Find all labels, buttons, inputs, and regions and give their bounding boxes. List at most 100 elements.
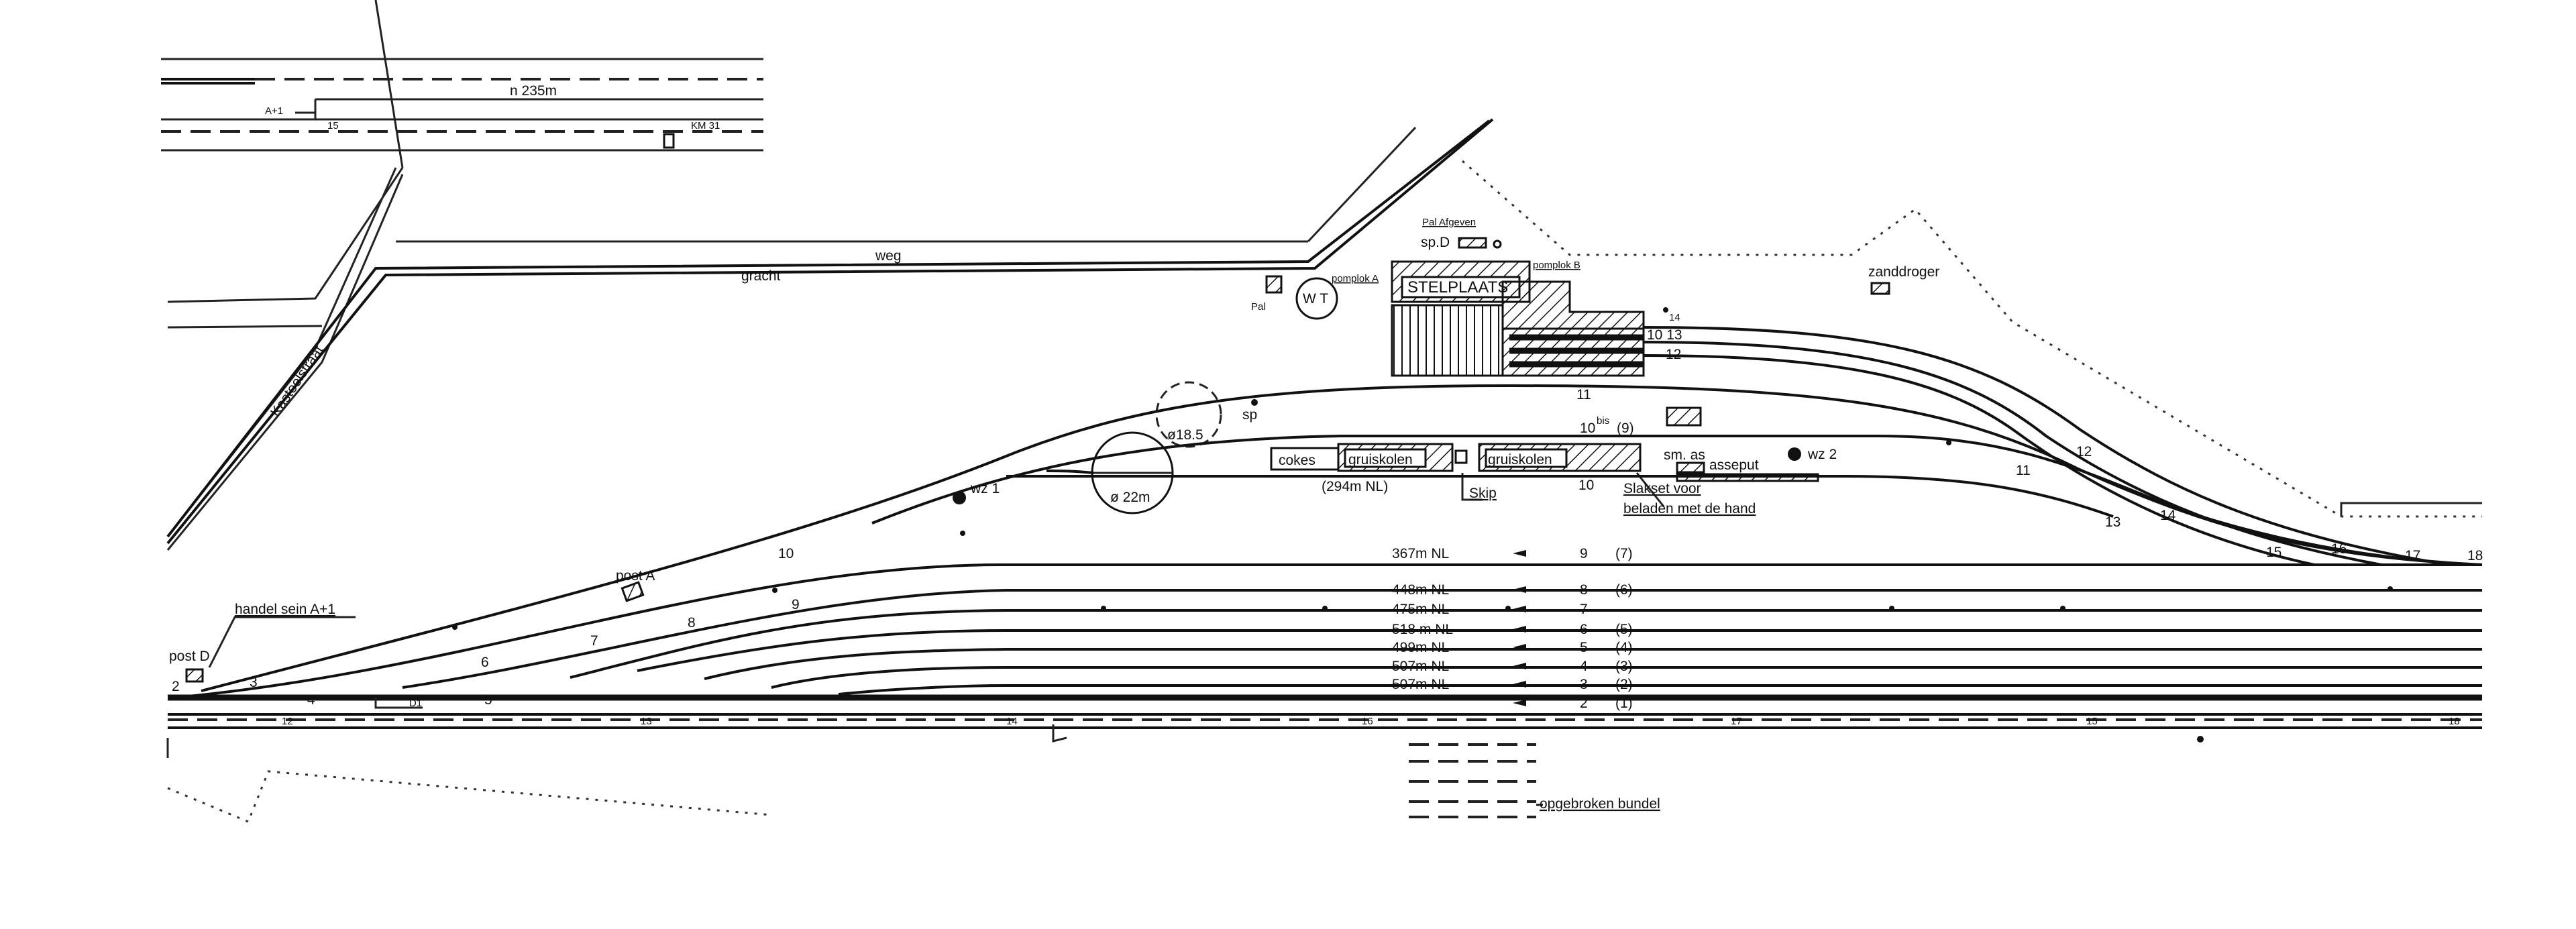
yard-track-number: 7: [1580, 602, 1588, 617]
handel-sein-label: handel sein A+1: [235, 602, 335, 617]
label-13: 13: [2105, 514, 2121, 530]
main-label-14: 14: [1006, 716, 1018, 727]
main-label-16: 16: [1362, 716, 1373, 727]
inset-signal: A+1: [265, 105, 283, 117]
slakset-label-1: Slakset voor: [1623, 481, 1701, 496]
turntables: ø18.5 sp ø 22m wz 1 wz 2: [953, 381, 1837, 514]
post-a-marker: [621, 581, 645, 602]
yard-track-arrow: [1513, 586, 1526, 593]
main-label-17: 17: [1731, 716, 1742, 727]
signal-d-label: D1: [409, 698, 422, 709]
street-label: Kasteelstraat: [268, 343, 327, 420]
label-11-right: 11: [2016, 463, 2031, 478]
cokes-label: cokes: [1279, 453, 1316, 468]
wz2-label: wz 2: [1807, 447, 1837, 462]
label-7-left: 7: [590, 633, 598, 649]
inset-map: n 235m A+1 15 KM 31: [161, 58, 763, 152]
spd-label: sp.D: [1421, 235, 1450, 250]
label-6-left: 6: [481, 655, 489, 670]
road-label: weg: [875, 248, 902, 264]
yard-track-old-number: (5): [1615, 622, 1633, 637]
sm-as-label: sm. as: [1664, 447, 1705, 463]
main-label-15: 15: [2086, 716, 2098, 727]
slakset-label-2: beladen met de hand: [1623, 501, 1756, 516]
yard-track-arrow: [1513, 550, 1526, 557]
label-9-left: 9: [792, 597, 800, 612]
skip-label: Skip: [1469, 486, 1497, 501]
yard-track-9: [174, 563, 2482, 699]
label-18: 18: [2467, 548, 2483, 563]
label-10-left: 10: [778, 546, 794, 561]
yard-track-length: 518 m NL: [1392, 622, 1453, 637]
label-10-mid: 10: [1578, 478, 1594, 493]
inset-length: n 235m: [510, 83, 557, 99]
canal-label: gracht: [741, 268, 781, 284]
label-11-top: 11: [1576, 387, 1591, 402]
label-17: 17: [2405, 548, 2420, 563]
gruiskolen-1-label: gruiskolen: [1348, 452, 1413, 468]
inset-track: 15: [327, 120, 339, 131]
yard-track-number: 5: [1580, 640, 1588, 655]
main-label-18: 18: [2449, 716, 2460, 727]
post-d-label: post D: [169, 649, 210, 664]
post-d-marker: [185, 668, 204, 683]
shed-building: [1391, 304, 1504, 377]
label-14-right: 14: [2160, 508, 2176, 523]
sp-label: sp: [1242, 407, 1257, 423]
turntable-1-label: ø18.5: [1167, 427, 1203, 443]
yard-track-old-number: (1): [1615, 696, 1633, 711]
yard-track-old-number: (4): [1615, 640, 1633, 655]
label-4-left: 4: [307, 692, 315, 708]
main-label-13: 13: [641, 716, 652, 727]
removed-bundle: opgebroken bundel: [1409, 743, 1660, 818]
yard-track-arrow: [1513, 663, 1526, 669]
label-10-13: 10 13: [1647, 327, 1682, 343]
label-2-left: 2: [172, 679, 180, 694]
turntable-old: [1155, 381, 1222, 448]
posts-signals: post A post D handel sein A+1 D1: [169, 307, 2393, 743]
yard-track-number: 6: [1580, 622, 1588, 637]
zanddroger-label: zanddroger: [1868, 264, 1939, 280]
label-14: 14: [1669, 312, 1680, 323]
yard-track-arrow: [1513, 644, 1526, 651]
post-a-label: post A: [616, 568, 655, 584]
yard-track-length: 499m NL: [1392, 640, 1449, 655]
label-10bis: 10: [1580, 421, 1595, 436]
pomplok-b-label: pomplok B: [1533, 260, 1580, 271]
pal-afgeven-label: Pal Afgeven: [1422, 217, 1476, 228]
water-tower-label: W T: [1303, 291, 1328, 307]
inset-marker: [663, 133, 675, 149]
yard-track-arrow: [1513, 626, 1526, 633]
label-9-paren: (9): [1617, 421, 1634, 436]
yard-track-length: 448m NL: [1392, 582, 1449, 598]
depot-buildings: STELPLAATS Pal Afgeven sp.D pomplok B po…: [1251, 217, 1939, 427]
label-8-left: 8: [688, 615, 696, 631]
stelplaats-label: STELPLAATS: [1407, 278, 1508, 296]
turntable-2-label: ø 22m: [1110, 490, 1150, 505]
yard-track-arrow: [1513, 681, 1526, 688]
opgebroken-label: opgebroken bundel: [1540, 796, 1660, 812]
depot-track-10: [871, 435, 2483, 566]
wz1-label: wz 1: [970, 481, 1000, 496]
yard-track-arrow: [1513, 700, 1526, 706]
coal-length-label: (294m NL): [1322, 479, 1388, 494]
main-label-12: 12: [282, 716, 293, 727]
asseput-label: asseput: [1709, 457, 1759, 473]
yard-track-old-number: (6): [1615, 582, 1633, 598]
yard-track-old-number: (7): [1615, 546, 1633, 561]
yard-track-length: 507m NL: [1392, 659, 1449, 674]
track-numbers: 14 10 13 12 11 10 bis (9) 10 12 11 13 14…: [172, 312, 2483, 727]
label-12-top: 12: [1666, 347, 1681, 362]
label-5-left: 5: [484, 692, 492, 708]
label-bis: bis: [1597, 415, 1609, 427]
label-3-left: 3: [250, 675, 258, 690]
depot-track-11: [201, 384, 2483, 692]
pal-label: Pal: [1251, 301, 1266, 313]
wz2-marker: [1788, 447, 1801, 461]
gruiskolen-2-label: gruiskolen: [1488, 452, 1552, 468]
yard-track-length: 507m NL: [1392, 677, 1449, 692]
label-12-right: 12: [2076, 444, 2092, 459]
yard-track-number: 9: [1580, 546, 1588, 561]
